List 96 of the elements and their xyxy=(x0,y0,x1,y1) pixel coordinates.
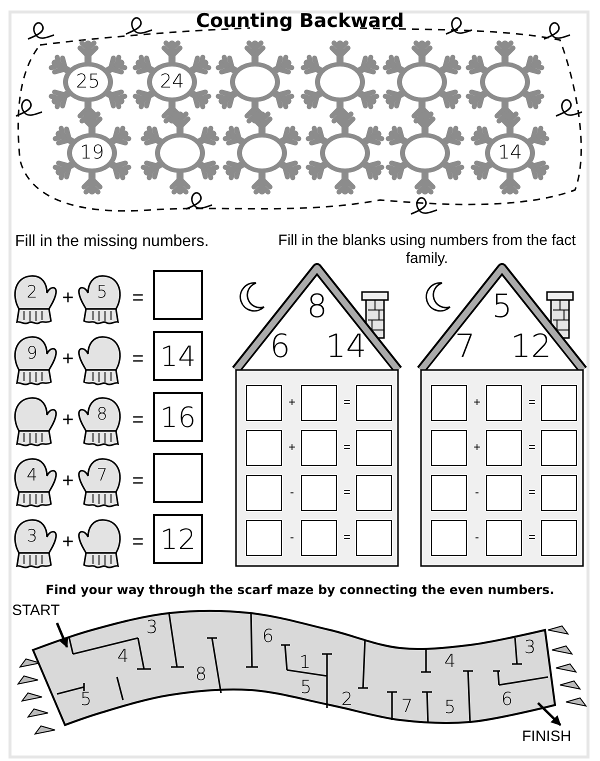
answer-box xyxy=(301,430,337,466)
answer-box xyxy=(301,385,337,421)
maze-number: 5 xyxy=(444,699,456,717)
fact-family-number: 12 xyxy=(510,330,552,362)
title: Counting Backward xyxy=(195,10,405,33)
operator-sign: - xyxy=(289,530,295,544)
operator-sign: + xyxy=(61,469,75,493)
operator-sign: = xyxy=(131,286,145,310)
operator-sign: = xyxy=(342,530,352,544)
operator-sign: = xyxy=(131,347,145,371)
operator-sign: + xyxy=(287,395,296,410)
maze-number: 5 xyxy=(300,679,312,697)
answer-box xyxy=(486,520,522,556)
answer-box xyxy=(301,520,337,556)
answer-box xyxy=(486,475,522,511)
answer-box xyxy=(486,385,522,421)
operator-sign: - xyxy=(474,485,480,500)
answer-box xyxy=(356,430,392,466)
answer-box xyxy=(486,430,522,466)
answer-box xyxy=(246,385,282,421)
operator-sign: = xyxy=(527,530,536,544)
fact-family-number: 5 xyxy=(492,290,512,322)
start-label: START xyxy=(12,600,72,622)
answer-box xyxy=(301,475,337,511)
fact-family-number: 8 xyxy=(306,290,328,322)
maze-number: 4 xyxy=(117,648,129,666)
operator-sign: = xyxy=(527,440,536,454)
maze-number: 4 xyxy=(444,653,456,671)
arrow xyxy=(537,702,562,726)
snowflake-number: 25 xyxy=(76,72,100,92)
answer-box xyxy=(356,475,392,511)
maze-number: 8 xyxy=(195,666,207,684)
operator-sign: = xyxy=(131,530,145,554)
finish-label: FINISH xyxy=(522,726,586,748)
maze-number: 2 xyxy=(341,691,353,709)
operator-sign: - xyxy=(289,485,295,500)
answer-box xyxy=(153,331,203,381)
operator-sign: - xyxy=(474,530,480,544)
fact-family-number: 7 xyxy=(454,330,476,362)
mitten-number: 9 xyxy=(26,346,38,362)
answer-box xyxy=(246,520,282,556)
answer-box xyxy=(541,385,577,421)
operator-sign: + xyxy=(472,395,482,410)
mitten-number: 3 xyxy=(26,528,38,546)
answer-box xyxy=(356,520,392,556)
operator-sign: = xyxy=(342,485,352,500)
answer-number: 16 xyxy=(160,404,196,432)
answer-box xyxy=(153,453,203,503)
operator-sign: = xyxy=(342,440,352,454)
answer-box xyxy=(246,430,282,466)
snowflake-number: 14 xyxy=(498,144,522,162)
arrow xyxy=(56,622,68,648)
answer-number: 12 xyxy=(160,526,196,554)
operator-sign: + xyxy=(61,530,75,554)
snowflake-number: 24 xyxy=(160,72,184,92)
answer-box xyxy=(356,385,392,421)
answer-box xyxy=(431,475,467,511)
answer-box xyxy=(246,475,282,511)
maze-number: 6 xyxy=(501,691,513,709)
maze-number: 6 xyxy=(262,628,274,646)
operator-sign: = xyxy=(527,485,536,500)
maze-number: 1 xyxy=(299,654,311,672)
answer-box xyxy=(541,475,577,511)
operator-sign: + xyxy=(287,440,296,454)
mitten-number: 4 xyxy=(26,468,38,484)
maze-number: 3 xyxy=(146,619,158,637)
answer-box xyxy=(541,430,577,466)
operator-sign: = xyxy=(131,408,145,432)
answer-box xyxy=(431,385,467,421)
operator-sign: + xyxy=(61,286,75,310)
operator-sign: + xyxy=(61,408,75,432)
answer-box xyxy=(153,270,203,320)
instruction-text: Fill in the missing numbers. xyxy=(15,232,210,252)
snowflake-number: 19 xyxy=(80,144,104,162)
mitten-number: 5 xyxy=(96,284,108,302)
operator-sign: + xyxy=(61,347,75,371)
fact-family-number: 14 xyxy=(326,330,366,362)
fact-family-number: 6 xyxy=(270,330,290,362)
answer-box xyxy=(431,520,467,556)
answer-box xyxy=(431,430,467,466)
mitten-number: 2 xyxy=(26,284,38,302)
answer-number: 14 xyxy=(160,343,196,371)
instruction-text: Find your way through the scarf maze by connecting the even numbers. xyxy=(44,582,556,597)
answer-box xyxy=(541,520,577,556)
answer-box xyxy=(153,392,203,442)
operator-sign: = xyxy=(342,395,352,410)
instruction-text: Fill in the blanks using numbers from the fact family. xyxy=(277,232,577,268)
answer-box xyxy=(153,514,203,564)
mitten-number: 7 xyxy=(96,468,108,484)
maze-number: 7 xyxy=(401,698,413,716)
maze-number: 5 xyxy=(80,691,92,709)
mitten-number: 8 xyxy=(96,406,108,424)
operator-sign: = xyxy=(131,469,145,493)
operator-sign: + xyxy=(472,440,482,454)
operator-sign: = xyxy=(527,395,536,410)
maze-number: 3 xyxy=(524,639,536,657)
